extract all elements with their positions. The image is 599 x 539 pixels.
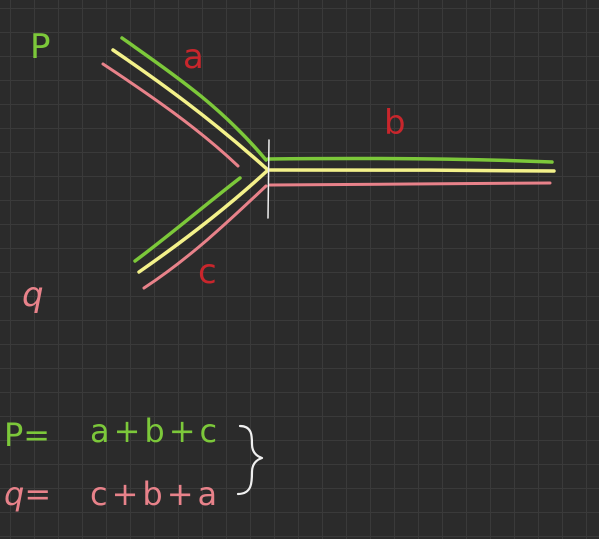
label-b: b [384, 103, 406, 143]
equation-p-rhs: a+b+c [90, 412, 221, 450]
branch-c-green-stroke [133, 176, 242, 263]
label-q: q [22, 275, 44, 315]
branch-b-pink-stroke [268, 181, 552, 187]
junction-tick [267, 139, 270, 219]
branch-a-green-stroke [120, 36, 268, 162]
label-a: a [183, 37, 204, 77]
branch-c-yellow-stroke [137, 168, 270, 274]
curly-brace [236, 424, 264, 496]
label-p: P [30, 27, 51, 67]
branch-a-yellow-stroke [111, 48, 270, 172]
branch-c-pink-stroke [142, 184, 268, 290]
equation-q-lhs: q= [4, 475, 51, 513]
equation-q-rhs: c+b+a [90, 475, 221, 513]
branch-b-yellow-stroke [266, 168, 556, 173]
label-c: c [198, 252, 217, 292]
branch-a-pink-stroke [101, 62, 240, 168]
branch-b-green-stroke [266, 156, 554, 164]
equation-p-lhs: P= [4, 416, 50, 454]
